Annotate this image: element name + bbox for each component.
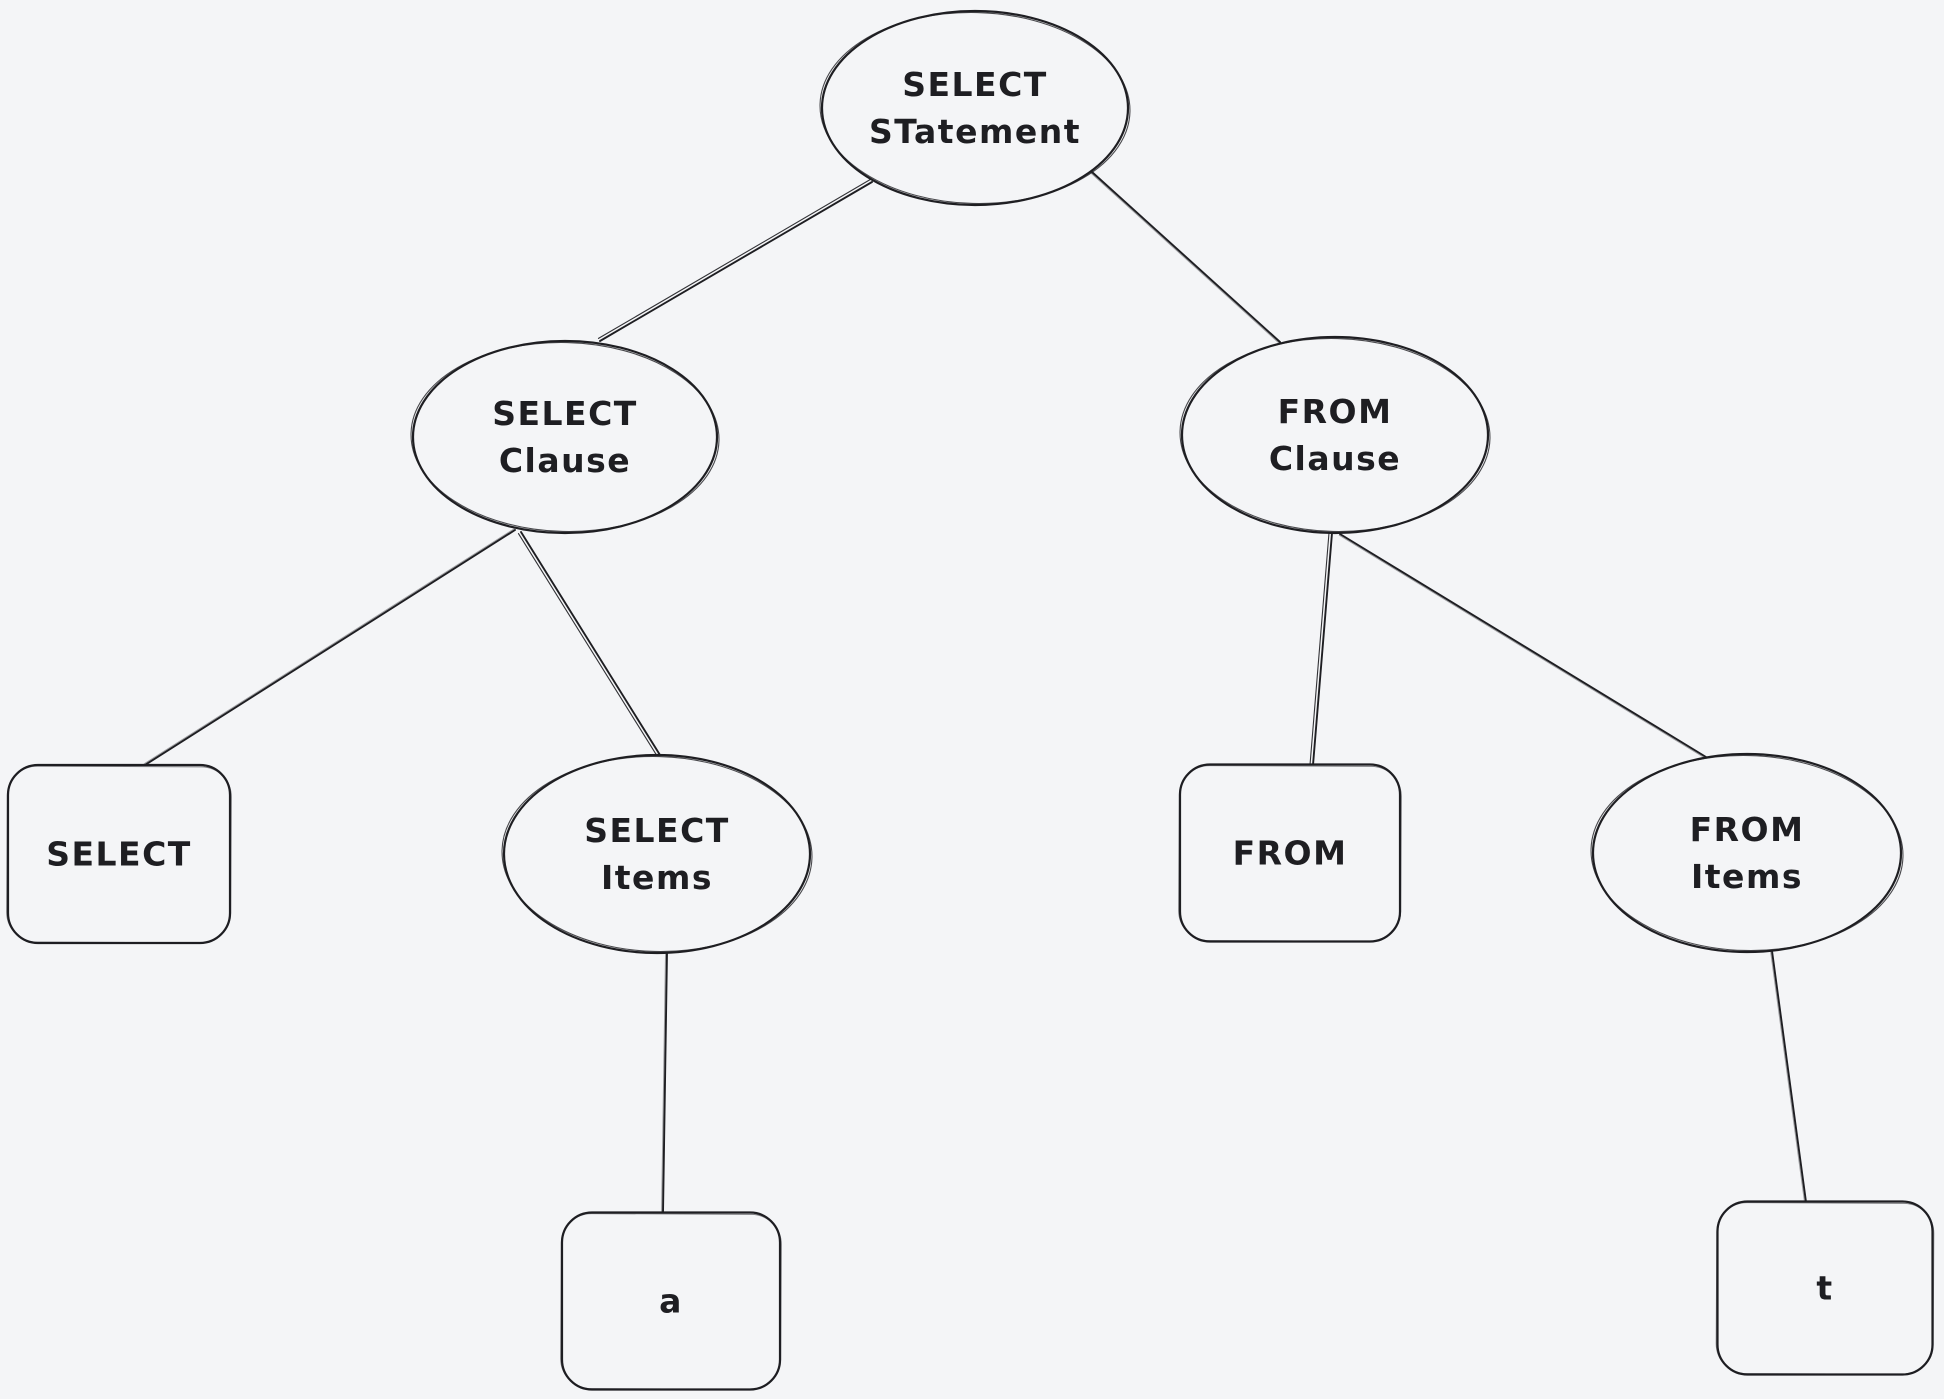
node-from-keyword bbox=[1178, 763, 1402, 943]
node-item-t bbox=[1715, 1200, 1935, 1376]
node-select-statement bbox=[819, 9, 1131, 207]
edge-from-items-item-t bbox=[1770, 950, 1807, 1203]
edge-select-items-item-a bbox=[661, 951, 668, 1214]
edge-select-clause-select-items bbox=[517, 531, 661, 758]
node-select-items bbox=[501, 753, 813, 955]
edge-select-clause-select-keyword bbox=[143, 528, 516, 766]
node-select-clause bbox=[410, 339, 720, 535]
edge-from-clause-from-items bbox=[1338, 533, 1707, 759]
edge-from-clause-from-keyword bbox=[1309, 532, 1333, 766]
node-select-keyword bbox=[6, 763, 232, 945]
node-item-a bbox=[560, 1211, 782, 1391]
edge-select-statement-select-clause bbox=[597, 178, 873, 342]
node-from-clause bbox=[1179, 335, 1491, 535]
node-from-items bbox=[1590, 752, 1904, 954]
edge-select-statement-from-clause bbox=[1090, 171, 1281, 344]
